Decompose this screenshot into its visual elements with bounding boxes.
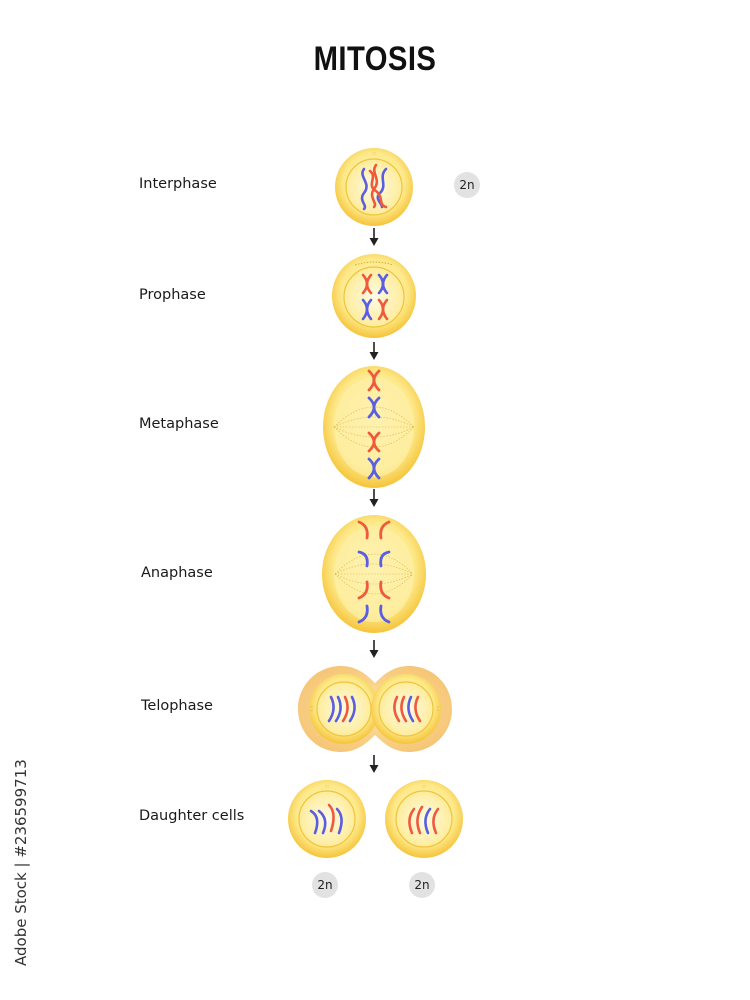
svg-text:⁚: ⁚ — [437, 706, 439, 713]
svg-text:∷: ∷ — [422, 784, 425, 790]
ploidy-badge-daughter-left: 2n — [312, 872, 338, 898]
stage-label-metaphase: Metaphase — [139, 416, 219, 432]
stage-label-interphase: Interphase — [139, 176, 217, 192]
ploidy-badge-interphase: 2n — [454, 172, 480, 198]
cell-interphase: ∷ — [335, 148, 413, 226]
cell-anaphase — [322, 515, 426, 633]
arrow-down-icon — [369, 755, 379, 773]
stage-label-daughter-cells: Daughter cells — [139, 808, 245, 824]
arrow-down-icon — [369, 228, 379, 246]
cell-daughter-right: ∷ — [385, 780, 463, 858]
arrow-down-icon — [369, 342, 379, 360]
arrow-down-icon — [369, 489, 379, 507]
cell-prophase — [332, 254, 416, 338]
cell-metaphase — [323, 366, 425, 488]
cell-daughter-left: ∷ — [288, 780, 366, 858]
svg-text:∷: ∷ — [372, 151, 375, 157]
svg-text:∷: ∷ — [325, 784, 328, 790]
cell-telophase: ⁚ ⁚ — [298, 666, 452, 752]
stage-label-prophase: Prophase — [139, 287, 206, 303]
page-title: MITOSIS — [313, 40, 437, 78]
arrow-down-icon — [369, 640, 379, 658]
watermark-text: Adobe Stock | #236599713 — [12, 759, 30, 966]
stage-label-anaphase: Anaphase — [141, 565, 213, 581]
stage-label-telophase: Telophase — [141, 698, 213, 714]
svg-text:⁚: ⁚ — [311, 706, 313, 713]
ploidy-badge-daughter-right: 2n — [409, 872, 435, 898]
